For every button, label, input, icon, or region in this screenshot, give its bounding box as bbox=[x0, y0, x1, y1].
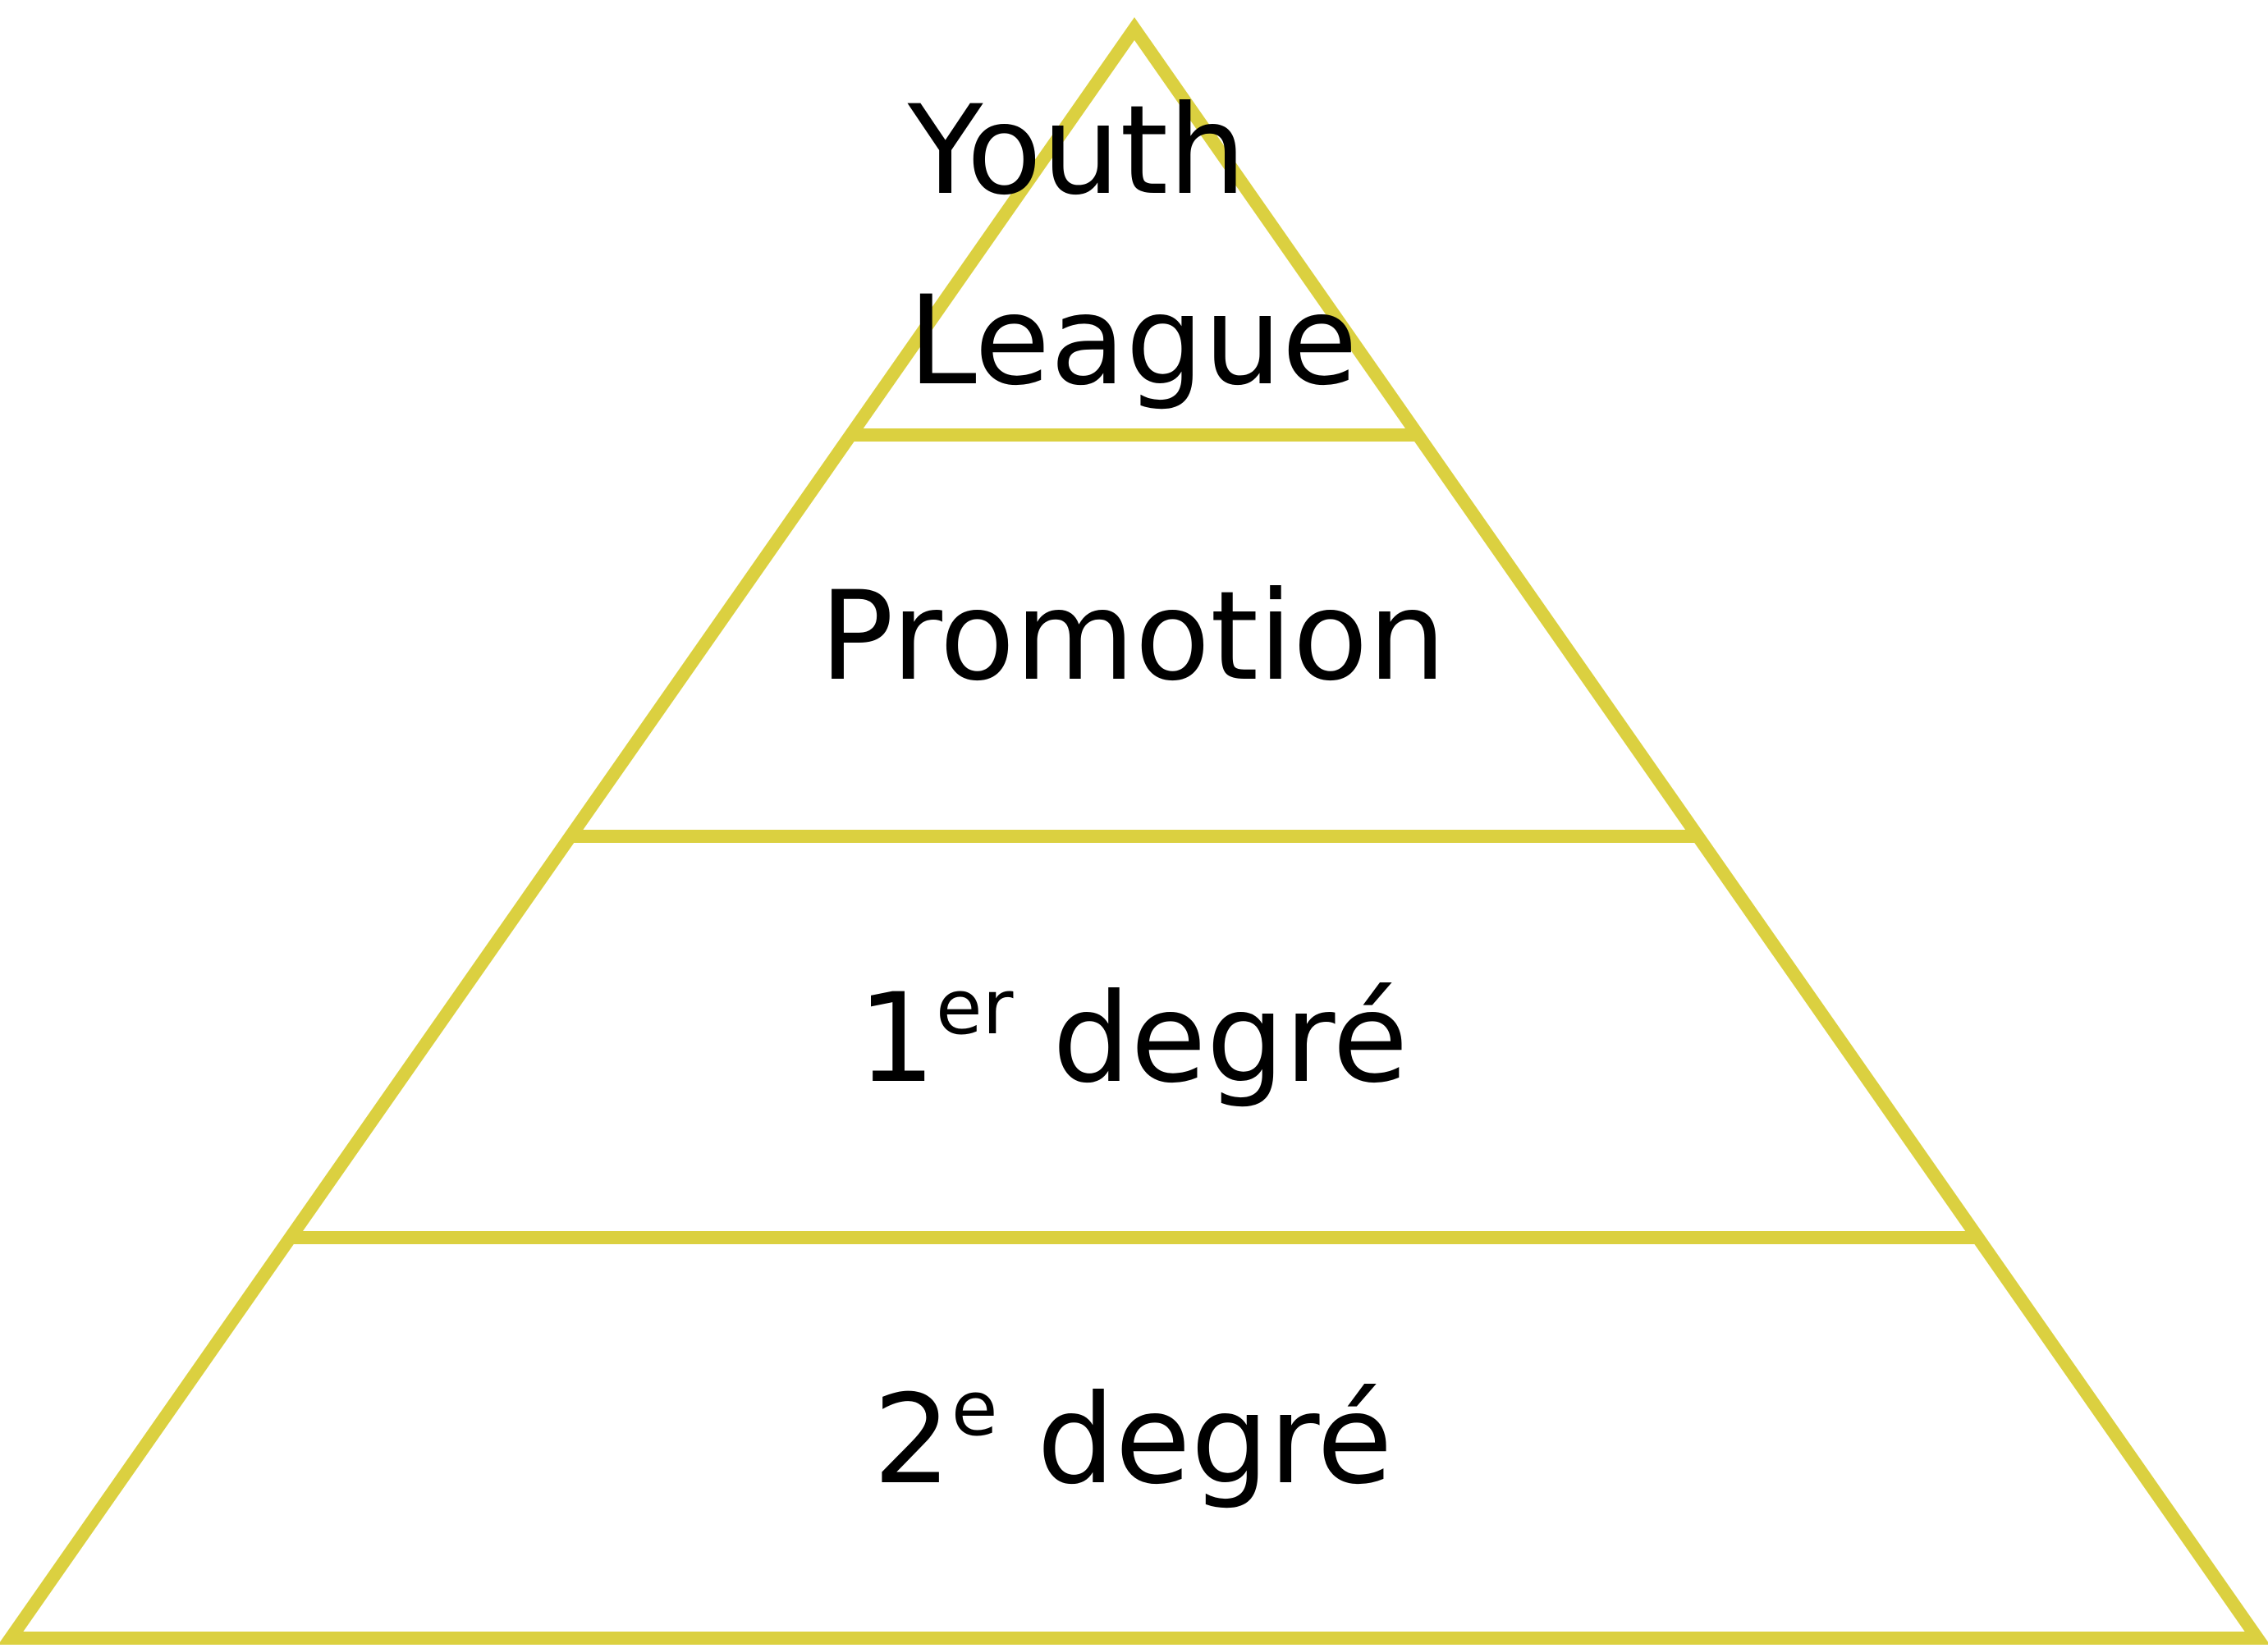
tier3-superscript: er bbox=[936, 964, 1014, 1051]
tier4-rest: degré bbox=[997, 1369, 1392, 1512]
tier-label-first-degree: 1er degré bbox=[858, 964, 1409, 1110]
tier4-superscript: e bbox=[951, 1365, 998, 1453]
tier3-rest: degré bbox=[1013, 968, 1408, 1110]
tier4-number: 2 bbox=[873, 1369, 951, 1512]
tier-label-youth-line1: Youth bbox=[907, 80, 1246, 222]
tier-label-promotion: Promotion bbox=[819, 565, 1446, 708]
tier3-number: 1 bbox=[858, 968, 936, 1110]
tier-label-second-degree: 2e degré bbox=[873, 1365, 1392, 1512]
tier-label-youth-line2: League bbox=[908, 270, 1358, 413]
